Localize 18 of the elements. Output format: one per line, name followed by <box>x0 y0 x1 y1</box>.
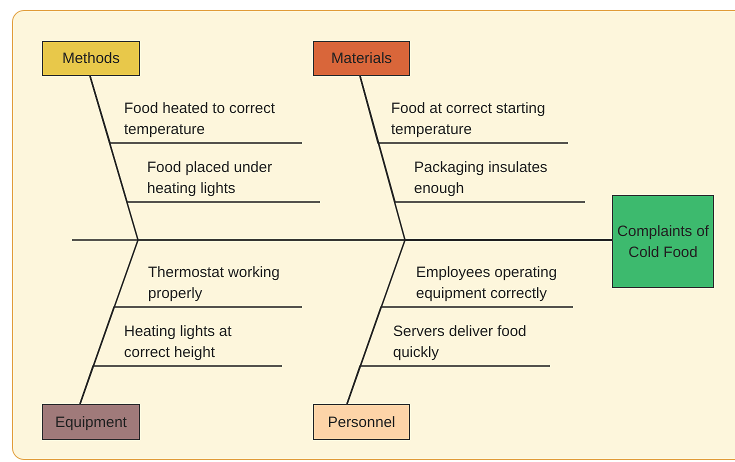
effect-box: Complaints of Cold Food <box>612 195 714 288</box>
category-box: Personnel <box>313 404 410 440</box>
cause-text: Employees operating equipment correctly <box>416 262 576 304</box>
category-box: Methods <box>42 41 140 76</box>
category-box: Materials <box>313 41 410 76</box>
cause-text: Thermostat working properly <box>148 262 298 304</box>
cause-text: Heating lights at correct height <box>124 321 274 363</box>
cause-line <box>359 76 585 203</box>
cause-text: Food placed under heating lights <box>147 157 307 199</box>
cause-line <box>79 365 282 404</box>
cause-text: Food heated to correct temperature <box>124 98 294 140</box>
cause-line <box>346 365 550 404</box>
cause-text: Food at correct starting temperature <box>391 98 561 140</box>
cause-line <box>89 76 320 203</box>
bone-line <box>346 239 612 404</box>
category-box: Equipment <box>42 404 140 440</box>
cause-text: Packaging insulates enough <box>414 157 574 199</box>
cause-text: Servers deliver food quickly <box>393 321 543 363</box>
